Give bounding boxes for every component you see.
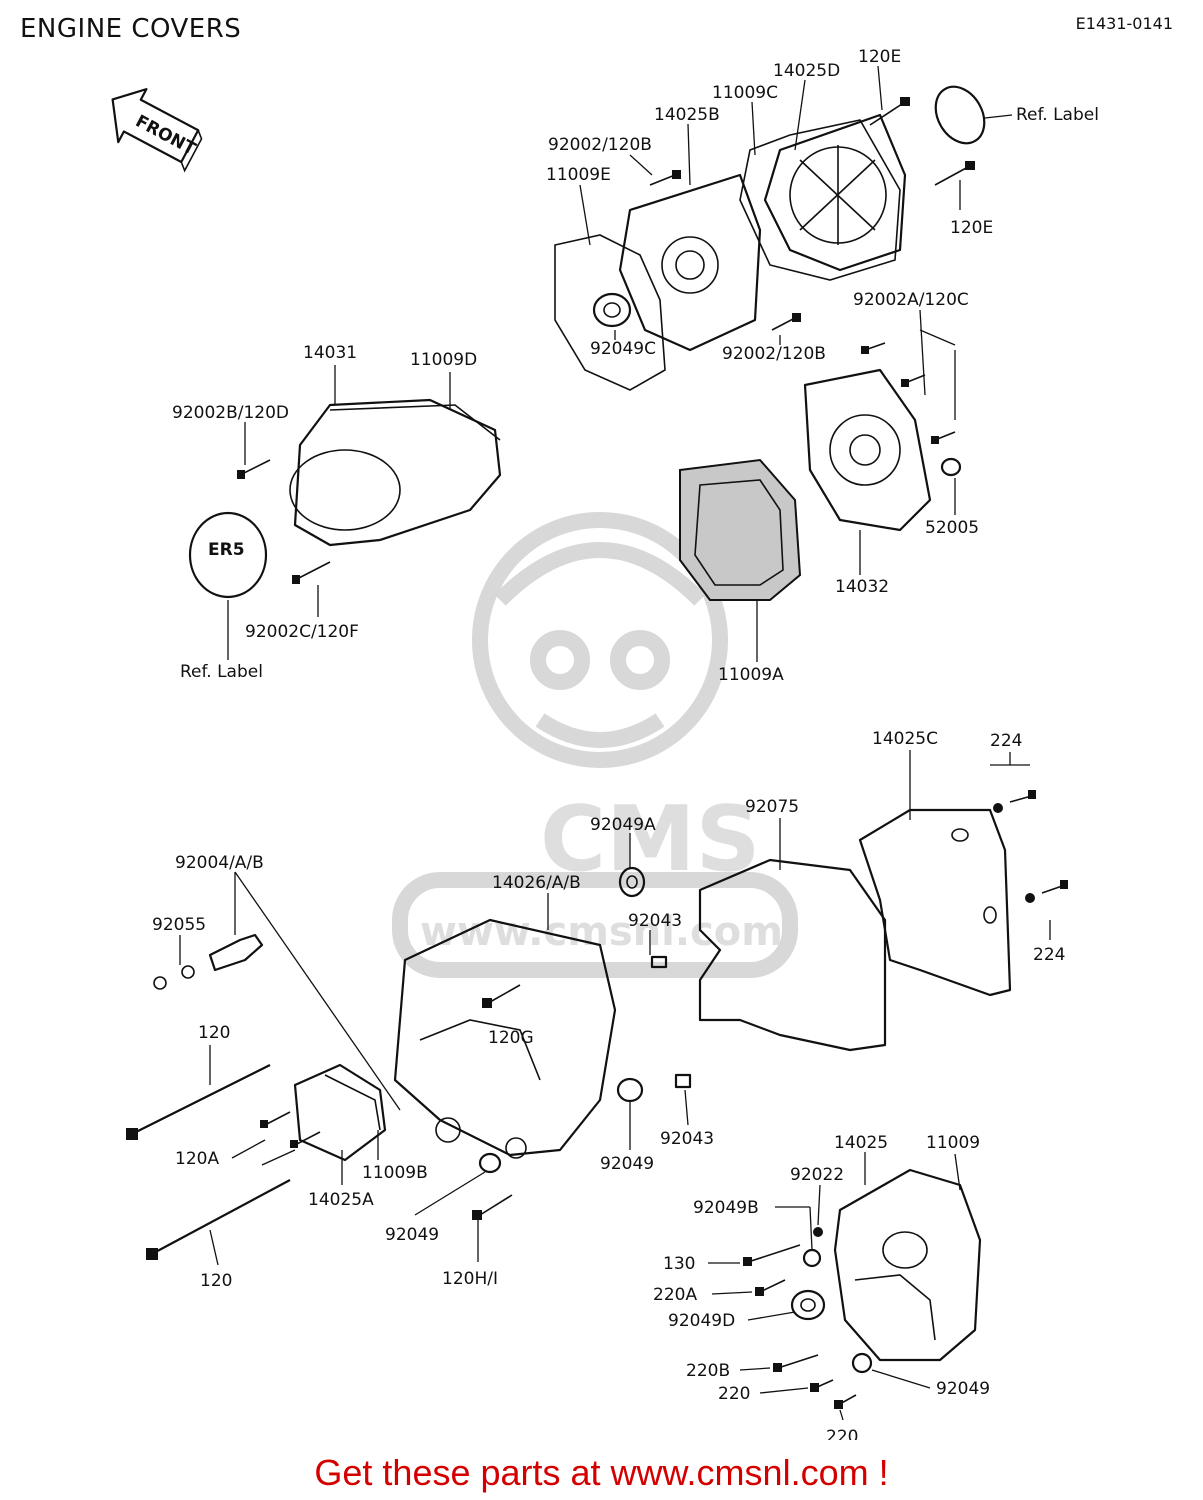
label-92002-120b-bot: 92002/120B (722, 344, 826, 364)
bolts-120a (260, 1111, 321, 1148)
gasket-11009c (739, 119, 901, 281)
label-11009b: 11009B (362, 1163, 428, 1183)
label-92055: 92055 (152, 915, 206, 935)
bolt-120b-top (649, 170, 681, 186)
bolt-120b-bottom (771, 313, 801, 331)
label-92043-top: 92043 (628, 911, 682, 931)
label-92049b: 92049B (693, 1198, 759, 1218)
label-120-top: 120 (198, 1023, 230, 1043)
generator-cover-outer (763, 113, 907, 272)
label-220b: 220B (686, 1361, 730, 1381)
diagram-title: ENGINE COVERS (20, 14, 242, 44)
bolts-lower-cover (743, 1244, 873, 1409)
label-14032: 14032 (835, 577, 889, 597)
bolt-120e-top (869, 97, 910, 126)
diagram-code: E1431-0141 (1075, 14, 1173, 33)
label-ref-label-top: Ref. Label (1016, 105, 1099, 125)
label-ref-label-bot: Ref. Label (180, 662, 263, 682)
label-92075: 92075 (745, 797, 799, 817)
ref-label-disc (934, 85, 986, 145)
bolts-120c (861, 342, 956, 444)
label-92002-120b-top: 92002/120B (548, 135, 652, 155)
engine-cover-14025 (833, 1168, 982, 1362)
label-92002c-120f: 92002C/120F (245, 622, 359, 642)
label-92049c: 92049C (590, 339, 656, 359)
label-220: 220 (718, 1384, 750, 1404)
label-14031: 14031 (303, 343, 357, 363)
part-labels: 14025D 120E 11009C Ref. Label 14025B 920… (152, 47, 1099, 1440)
watermark-text: CMS (540, 787, 760, 892)
seal-92049d (790, 1289, 826, 1321)
label-14025b: 14025B (654, 105, 720, 125)
seal-92049b (802, 1248, 822, 1268)
label-92049d: 92049D (668, 1311, 735, 1331)
oil-seal-92049c (592, 292, 632, 328)
label-120a: 120A (175, 1149, 219, 1169)
oil-seal-92049a (618, 866, 646, 898)
label-14026-a-b: 14026/A/B (492, 873, 581, 893)
label-11009e: 11009E (546, 165, 611, 185)
generator-cover-14025b (618, 173, 762, 352)
label-14025: 14025 (834, 1133, 888, 1153)
sprocket-cover-14026 (393, 918, 617, 1159)
watermark-mascot: CMS www.cmsnl.com (392, 512, 798, 978)
stud-bolts-120 (126, 1064, 291, 1260)
label-92022: 92022 (790, 1165, 844, 1185)
front-direction-arrow: FRONT (111, 88, 203, 173)
plate-14025a (293, 1063, 387, 1162)
washer-92022 (813, 1227, 823, 1237)
label-52005: 52005 (925, 518, 979, 538)
engine-cover-14031 (289, 398, 502, 547)
label-11009a: 11009A (718, 665, 784, 685)
label-120g: 120G (488, 1028, 534, 1048)
label-92049-low: 92049 (385, 1225, 439, 1245)
bolt-120g (482, 984, 521, 1008)
bolt-120e-right (934, 161, 975, 186)
gasket-11009e (554, 234, 666, 391)
label-11009: 11009 (926, 1133, 980, 1153)
label-224-right: 224 (1033, 945, 1065, 965)
cap-52005 (940, 457, 962, 477)
switch-92004 (153, 933, 264, 990)
label-92043-bot: 92043 (660, 1129, 714, 1149)
label-120-bot: 120 (200, 1271, 232, 1291)
label-92002b-120d: 92002B/120D (172, 403, 289, 423)
clutch-cover-14032 (803, 368, 932, 532)
label-14025d: 14025D (773, 61, 840, 81)
dowel-92043 (650, 955, 692, 1089)
label-220a: 220A (653, 1285, 697, 1305)
leader-lines (179, 65, 1051, 1421)
label-120h-i: 120H/I (442, 1269, 498, 1289)
label-224-top: 224 (990, 731, 1022, 751)
label-92049-mid: 92049 (600, 1154, 654, 1174)
label-14025c: 14025C (872, 729, 938, 749)
label-11009d: 11009D (410, 350, 477, 370)
footer-promo-link[interactable]: Get these parts at www.cmsnl.com ! (314, 1452, 889, 1493)
label-11009c: 11009C (712, 83, 778, 103)
label-92002a-120c: 92002A/120C (853, 290, 969, 310)
emblem-label: ER5 (188, 511, 268, 599)
label-120e-top: 120E (858, 47, 901, 67)
label-120e-right: 120E (950, 218, 993, 238)
bolt-120f (292, 561, 331, 584)
label-220-bot: 220 (826, 1427, 858, 1440)
bolt-120h (472, 1194, 513, 1220)
label-92049-right: 92049 (936, 1379, 990, 1399)
exploded-parts-diagram: CMS www.cmsnl.com FRONT (111, 47, 1099, 1440)
washers-224 (993, 790, 1068, 903)
label-14025a: 14025A (308, 1190, 374, 1210)
cover-92075 (698, 858, 887, 1052)
bolt-120d (237, 459, 271, 479)
label-92004-a-b: 92004/A/B (175, 853, 264, 873)
emblem-text: ER5 (208, 540, 245, 560)
label-130: 130 (663, 1254, 695, 1274)
chain-guard-14025c (858, 808, 1012, 997)
label-92049a: 92049A (590, 815, 656, 835)
